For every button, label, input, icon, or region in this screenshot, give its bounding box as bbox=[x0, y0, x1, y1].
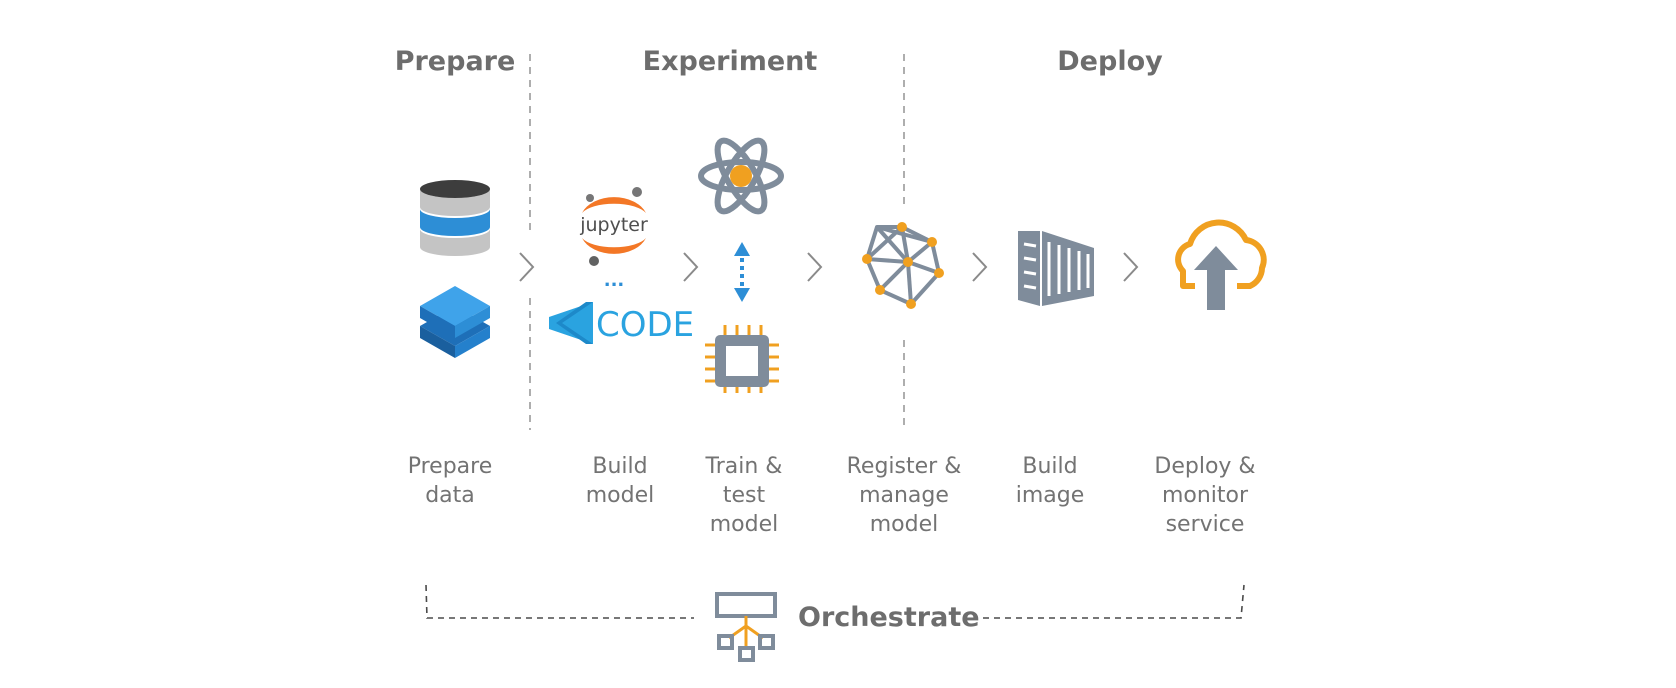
orchestrate-bracket bbox=[425, 584, 1245, 619]
chevron-right-icon bbox=[1123, 252, 1139, 282]
chevron-right-icon bbox=[807, 252, 823, 282]
step-label-deploy-monitor-service: Deploy & monitor service bbox=[1154, 454, 1256, 537]
step-label-prepare-data: Prepare data bbox=[407, 454, 493, 508]
jupyter-icon: jupyter ... bbox=[579, 187, 648, 291]
phase-experiment-title: Experiment bbox=[642, 46, 818, 77]
cpu-chip-icon bbox=[705, 325, 779, 393]
phase-prepare-title: Prepare bbox=[394, 46, 516, 77]
step-label-build-image: Build image bbox=[1015, 454, 1085, 508]
orchestrate-label: Orchestrate bbox=[798, 602, 980, 633]
ellipsis: ... bbox=[604, 270, 625, 291]
cloud-upload-icon bbox=[1175, 219, 1267, 310]
orchestrate-icon bbox=[715, 592, 777, 662]
phase-deploy-title: Deploy bbox=[1057, 46, 1163, 77]
chevron-right-icon bbox=[972, 252, 988, 282]
atom-icon bbox=[698, 137, 784, 215]
chevron-right-icon bbox=[519, 252, 535, 282]
database-icon bbox=[420, 180, 490, 256]
jupyter-wordmark: jupyter bbox=[579, 214, 648, 236]
layers-icon bbox=[420, 286, 490, 358]
chevron-right-icon bbox=[683, 252, 699, 282]
code-wordmark: CODE bbox=[596, 305, 694, 345]
container-icon bbox=[1018, 231, 1094, 306]
network-model-icon bbox=[862, 222, 944, 309]
step-label-register-manage-model: Register & manage model bbox=[846, 454, 962, 537]
step-label-build-model: Build model bbox=[585, 454, 655, 508]
vscode-icon: CODE bbox=[549, 302, 694, 345]
bidirectional-arrow-icon bbox=[734, 242, 750, 302]
step-label-train-test-model: Train & test model bbox=[705, 454, 783, 537]
